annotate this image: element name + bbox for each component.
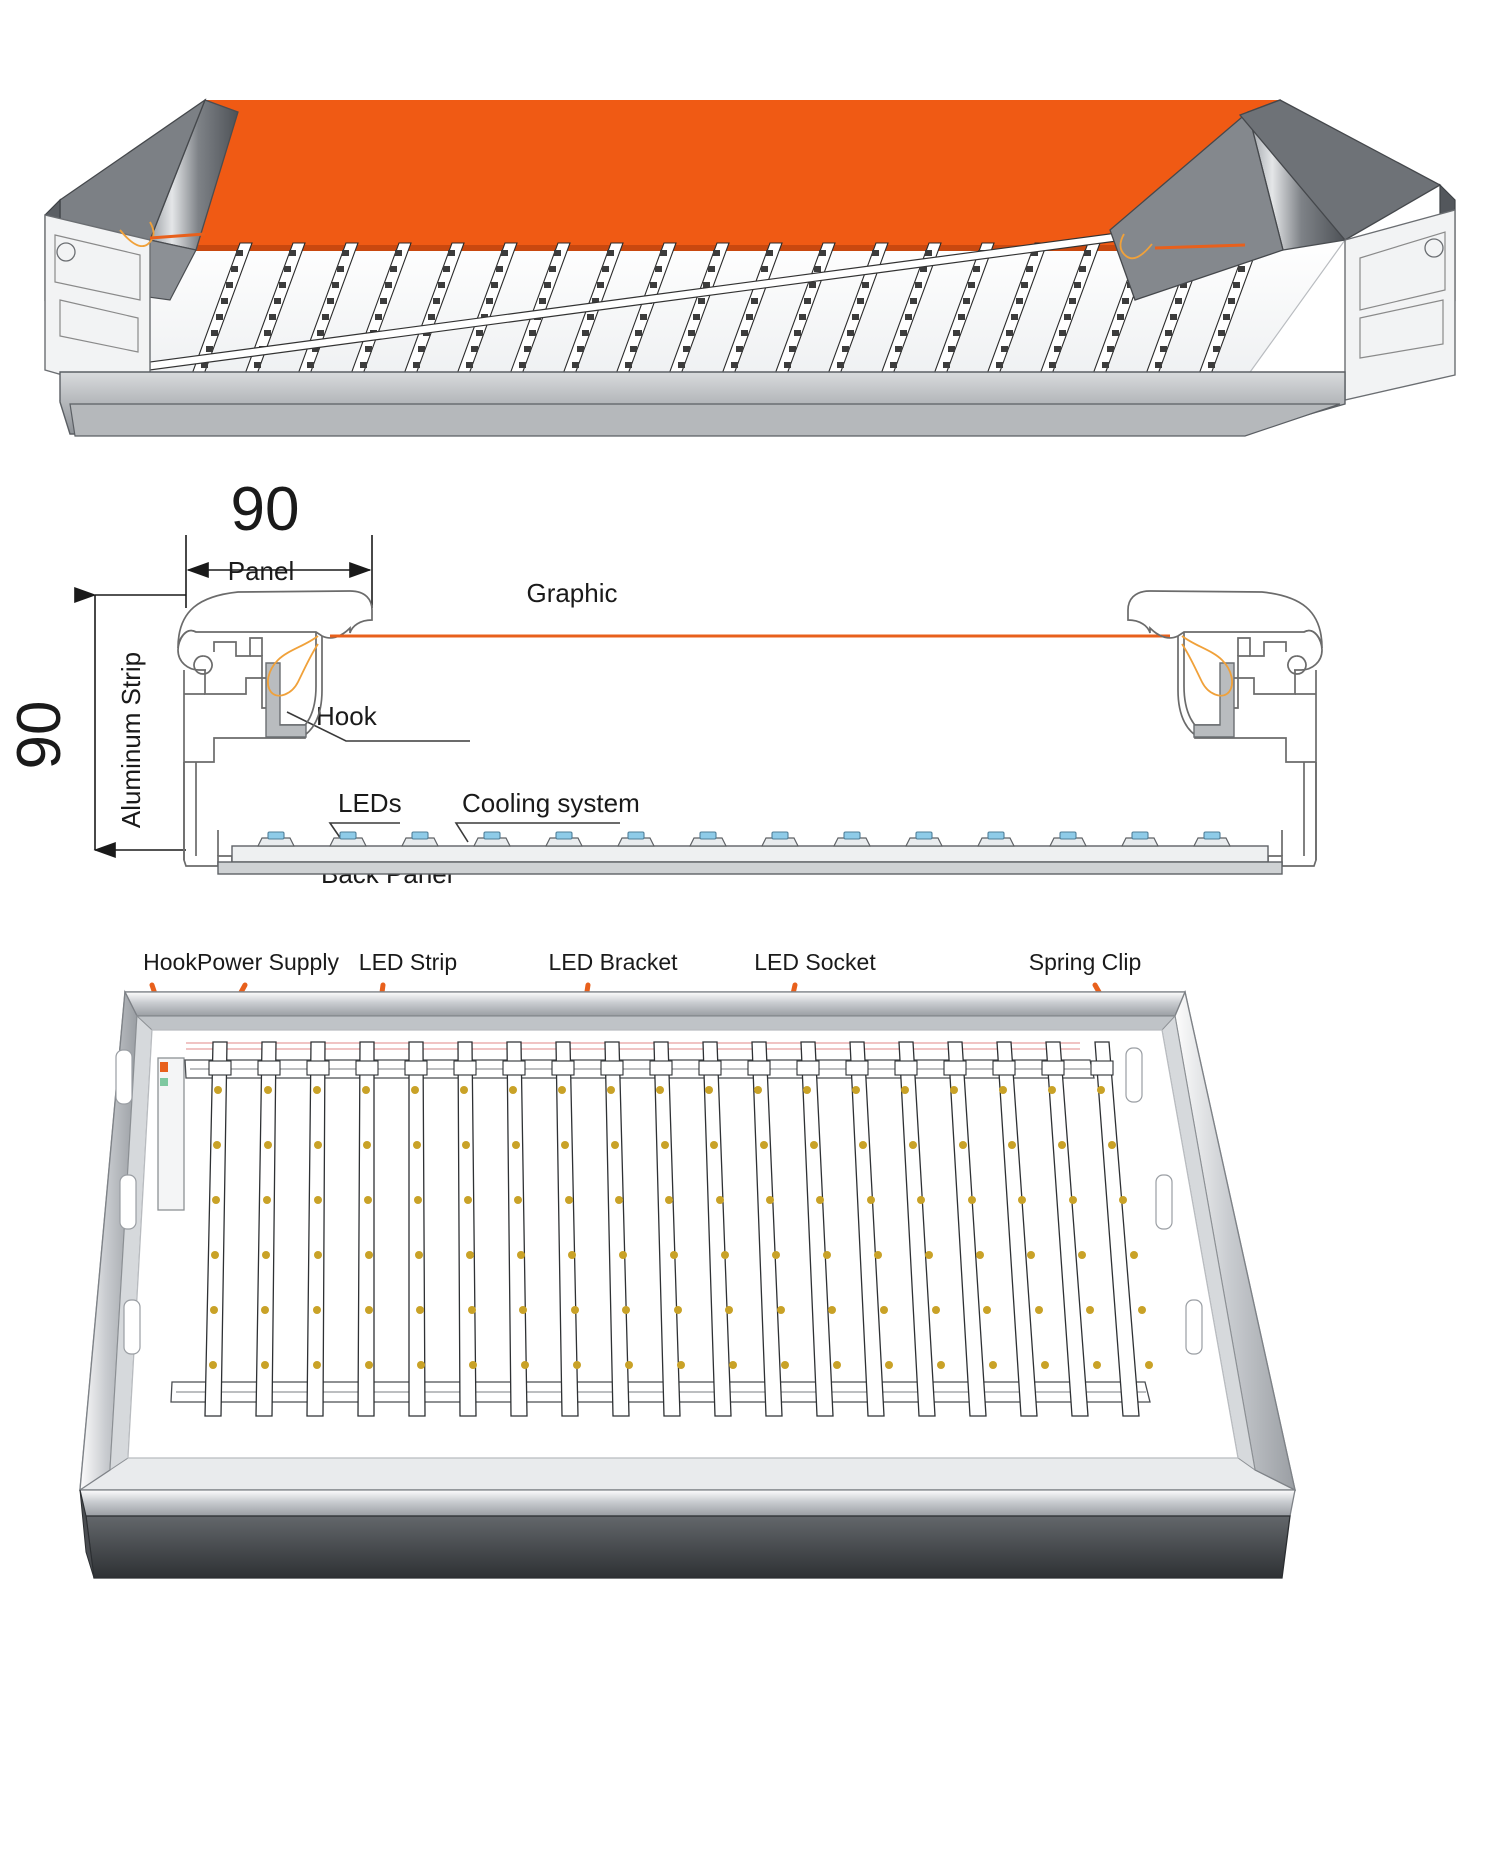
bottom-perspective-svg: Hook Power Supply LED Strip LED Bracket … [79,949,1296,1579]
label-aluminum-strip: Aluminum Strip [116,652,146,828]
frame-left-profile [44,98,239,401]
figure-top-isometric [0,0,1500,450]
label-graphic: Graphic [526,578,617,608]
leader-hook [286,711,470,742]
hook-part [265,662,307,738]
label-spring-clip: Spring Clip [1029,949,1142,975]
back-panel-front-edge [69,403,1341,437]
label-cooling-system: Cooling system [462,788,640,818]
graphic-face [165,100,1280,245]
led-strip-column-group [204,1041,1153,1417]
label-led-socket: LED Socket [754,949,876,975]
leader-cooling [454,822,620,843]
led-module-group [257,831,1231,847]
dimension-width-value: 90 [231,475,300,544]
power-supply-unit [157,1057,185,1211]
figure-cross-section: 90 90 Panel Graphic Aluminum Strip Hook … [0,460,1500,930]
frame-right-profile [1109,99,1456,401]
label-led-bracket: LED Bracket [548,949,678,975]
label-hook-bottom: Hook [143,949,197,975]
figure-bottom-perspective: Hook Power Supply LED Strip LED Bracket … [0,930,1500,1859]
label-leds: LEDs [338,788,402,818]
back-panel-plate [217,861,1283,875]
top-isometric-svg [44,98,1456,437]
cross-section-svg: 90 90 Panel Graphic Aluminum Strip Hook … [5,475,1323,889]
label-panel: Panel [228,556,295,586]
label-hook: Hook [316,701,378,731]
graphic-face-edge [163,245,1245,251]
cooling-plate [231,845,1269,863]
spring-clip-group [115,1047,1203,1355]
profile-right [940,590,1323,867]
dimension-height-value: 90 [5,701,74,770]
leader-leds [328,822,400,843]
label-led-strip: LED Strip [359,949,457,975]
label-power-supply: Power Supply [197,949,339,975]
